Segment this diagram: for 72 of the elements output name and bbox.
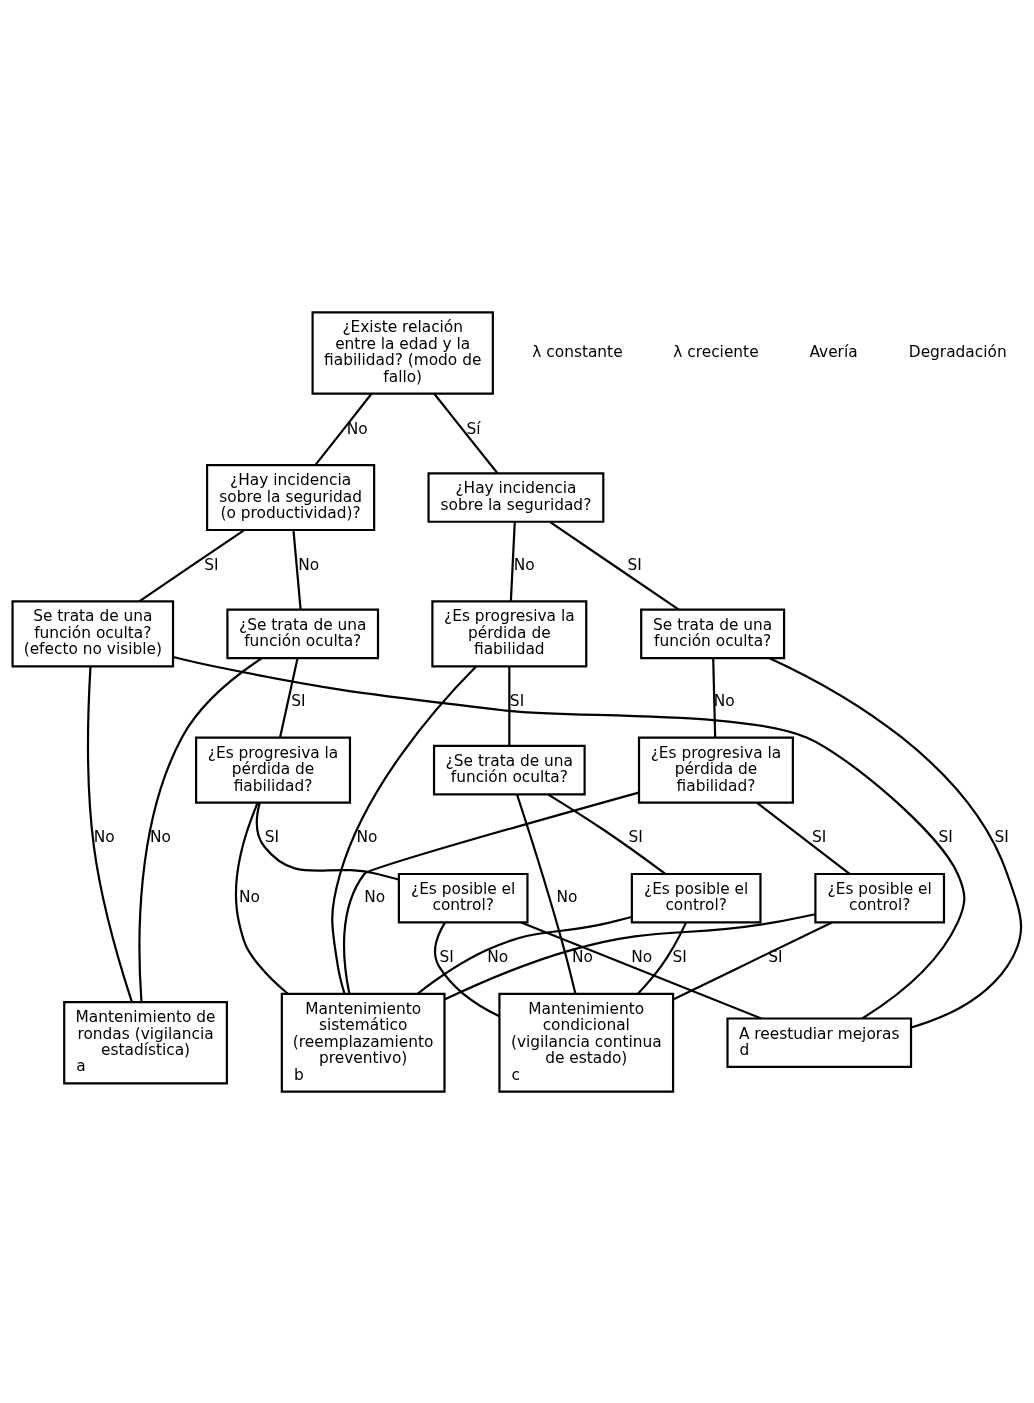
connector bbox=[314, 392, 373, 466]
edge-label: SI bbox=[672, 947, 687, 966]
connector bbox=[672, 920, 833, 1000]
connector bbox=[508, 665, 511, 746]
connector bbox=[255, 801, 399, 881]
label: λ creciente bbox=[673, 342, 759, 361]
connector bbox=[138, 528, 245, 602]
node-box: ¿Es posible el control? bbox=[397, 872, 529, 923]
edge-label: No bbox=[513, 555, 535, 574]
node-box: ¿Hay incidencia sobre la seguridad (o productividad)? bbox=[206, 463, 376, 531]
connector bbox=[87, 665, 133, 1002]
connector bbox=[756, 801, 851, 875]
edge-label: SI bbox=[628, 827, 643, 846]
node-box: Mantenimiento de rondas (vigilancia estadística) a bbox=[63, 1000, 228, 1084]
label: Degradación bbox=[908, 342, 1007, 361]
edge-label: No bbox=[713, 691, 735, 710]
edge-label: SI bbox=[938, 827, 953, 846]
connector bbox=[516, 793, 577, 994]
edge-label: No bbox=[364, 887, 386, 906]
edge-label: No bbox=[298, 555, 320, 574]
connector bbox=[433, 392, 499, 474]
edge-label: No bbox=[238, 887, 260, 906]
node-box: ¿Es posible el control? bbox=[630, 872, 762, 923]
edge-label: SI bbox=[812, 827, 827, 846]
edge-label: SI bbox=[627, 555, 642, 574]
edge-label: SI bbox=[204, 555, 219, 574]
connector bbox=[549, 520, 680, 611]
edge-label: Sí bbox=[466, 419, 481, 438]
connector bbox=[637, 921, 688, 994]
edge-label: No bbox=[571, 947, 593, 966]
node-box: ¿Es progresiva la pérdida de fiabilidad? bbox=[195, 736, 352, 804]
node-box: Se trata de una función oculta? (efecto no visible) bbox=[11, 599, 175, 667]
edge-label: SI bbox=[509, 691, 525, 710]
connector bbox=[434, 921, 500, 1017]
edge-label: No bbox=[93, 827, 115, 846]
edge-label: No bbox=[149, 827, 171, 846]
connector bbox=[547, 792, 666, 875]
node-box: ¿Es progresiva la pérdida de fiabilidad bbox=[431, 599, 588, 667]
connector bbox=[138, 656, 263, 1002]
connector bbox=[292, 529, 302, 610]
edge-label: No bbox=[356, 827, 378, 846]
connector bbox=[235, 801, 289, 994]
connector bbox=[343, 791, 639, 994]
label: λ constante bbox=[532, 342, 623, 361]
node-box: ¿Hay incidencia sobre la seguridad? bbox=[427, 471, 605, 523]
connector bbox=[444, 912, 816, 1000]
edge-label: SI bbox=[291, 691, 306, 710]
edge-label: SI bbox=[264, 827, 280, 846]
connector bbox=[712, 657, 717, 737]
node-box: ¿Se trata de una función oculta? bbox=[432, 744, 586, 795]
node-box: ¿Existe relación entre la edad y la fiabilidad? (modo de fallo) bbox=[311, 310, 494, 395]
connector bbox=[172, 655, 966, 1019]
edge-label: No bbox=[631, 947, 653, 966]
connector bbox=[278, 657, 299, 738]
node-box: ¿Es posible el control? bbox=[814, 872, 946, 923]
edge-label: No bbox=[487, 947, 509, 966]
label: Avería bbox=[809, 342, 858, 361]
connector bbox=[520, 920, 762, 1019]
connector bbox=[769, 656, 1023, 1028]
node-box: A reestudiar mejoras d bbox=[726, 1016, 913, 1068]
connector bbox=[416, 915, 632, 995]
connector bbox=[331, 665, 478, 994]
edge-label: SI bbox=[994, 827, 1009, 846]
node-box: ¿Se trata de una función oculta? bbox=[226, 608, 380, 659]
edge-label: No bbox=[556, 887, 578, 906]
node-box: Se trata de una función oculta? bbox=[640, 608, 786, 659]
node-box: Mantenimiento condicional (vigilancia continua de estado) c bbox=[498, 992, 675, 1093]
node-box: Mantenimiento sistemático (reemplazamiento preventivo) b bbox=[280, 992, 446, 1093]
node-box: ¿Es progresiva la pérdida de fiabilidad? bbox=[637, 736, 794, 804]
edge-label: SI bbox=[439, 947, 454, 966]
edge-label: No bbox=[346, 419, 368, 438]
connector bbox=[509, 521, 516, 601]
